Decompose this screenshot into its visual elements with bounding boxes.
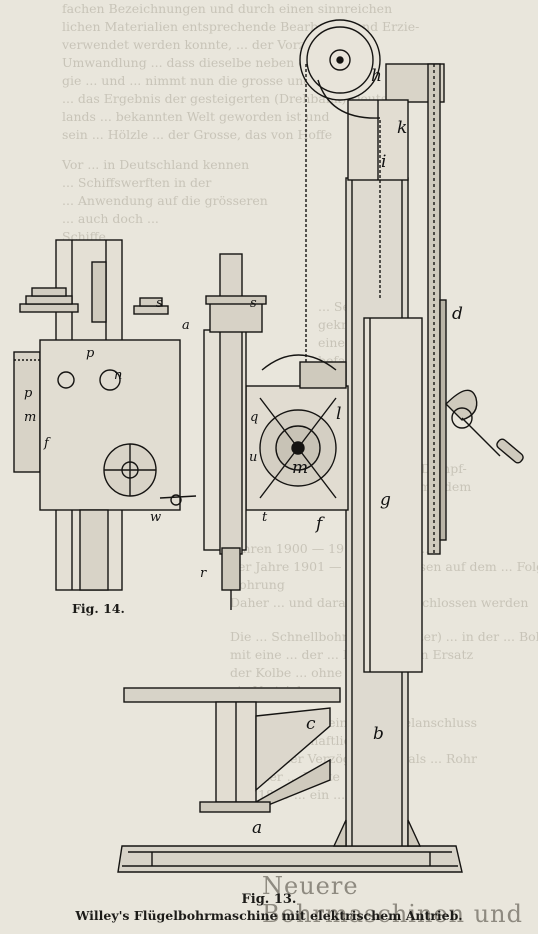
bg-line: Bohrung bbox=[230, 577, 285, 592]
fig14-label-s: s bbox=[156, 296, 163, 311]
fig13-caption: Fig. 13. bbox=[241, 892, 297, 907]
fig14-label-w: w bbox=[150, 510, 162, 525]
fig14-label-n: n bbox=[114, 368, 123, 383]
bg-line: lands ... bekannten Welt geworden ist un… bbox=[62, 109, 330, 124]
pulley-wheel bbox=[299, 19, 381, 119]
gear-housing bbox=[245, 354, 349, 511]
fig14-label-s2: s bbox=[250, 296, 257, 311]
bg-line: Umwandlung ... dass dieselbe neben der E… bbox=[62, 55, 359, 70]
fig14-label-m: m bbox=[24, 410, 37, 425]
background-text: fachen Bezeichnungen und durch einen sin… bbox=[62, 0, 419, 246]
label-i: i bbox=[381, 152, 387, 172]
label-h: h bbox=[371, 66, 382, 86]
fig14-label-u: u bbox=[249, 450, 258, 465]
bg-line: sein ... Hölzle ... der Grosse, das von … bbox=[62, 127, 333, 142]
table-bracket bbox=[123, 687, 341, 813]
fig14-label-f: f bbox=[44, 436, 49, 451]
label-c: c bbox=[306, 714, 316, 734]
label-k: k bbox=[397, 118, 408, 138]
bg-line: Vor ... in Deutschland kennen bbox=[62, 157, 250, 172]
figure-title: Willey's Flügelbohrmaschine mit elektris… bbox=[75, 908, 463, 923]
chain bbox=[305, 64, 381, 370]
column-top bbox=[347, 63, 445, 181]
sleeve bbox=[363, 317, 423, 673]
label-g: g bbox=[380, 490, 391, 510]
base-plate bbox=[117, 845, 463, 873]
fig14-label-p2: p bbox=[24, 386, 33, 401]
label-m: m bbox=[292, 458, 309, 478]
bg-line: verwendet werden konnte, ... der Vorzug … bbox=[62, 37, 347, 52]
fig14-caption: Fig. 14. bbox=[72, 601, 125, 616]
label-f: f bbox=[316, 514, 323, 534]
label-l: l bbox=[336, 404, 342, 424]
label-b: b bbox=[373, 724, 384, 744]
bg-line: fachen Bezeichnungen und durch einen sin… bbox=[62, 1, 393, 16]
label-d: d bbox=[452, 304, 463, 324]
bg-line: gie ... und ... nimmt nun die grosse und bbox=[62, 73, 312, 88]
bottom-heading: Neuere Bohrmaschinen und bbox=[262, 872, 523, 928]
fig14-label-a: a bbox=[182, 318, 190, 333]
spindle-housing bbox=[203, 253, 267, 610]
label-a: a bbox=[252, 818, 263, 838]
bg-line: ... auch doch ... bbox=[62, 211, 159, 226]
fig14-label-r: r bbox=[200, 566, 207, 581]
feed-crank bbox=[445, 389, 524, 464]
fig14-label-q: q bbox=[250, 410, 259, 425]
feed-rack bbox=[427, 63, 447, 555]
fig14-label-t: t bbox=[262, 510, 268, 525]
fig14-drawing bbox=[13, 239, 197, 591]
bg-line: ... Schiffswerften in der bbox=[62, 175, 212, 190]
fig14-label-p: p bbox=[86, 346, 95, 361]
bg-line: ... Anwendung auf die grösseren bbox=[62, 193, 268, 208]
